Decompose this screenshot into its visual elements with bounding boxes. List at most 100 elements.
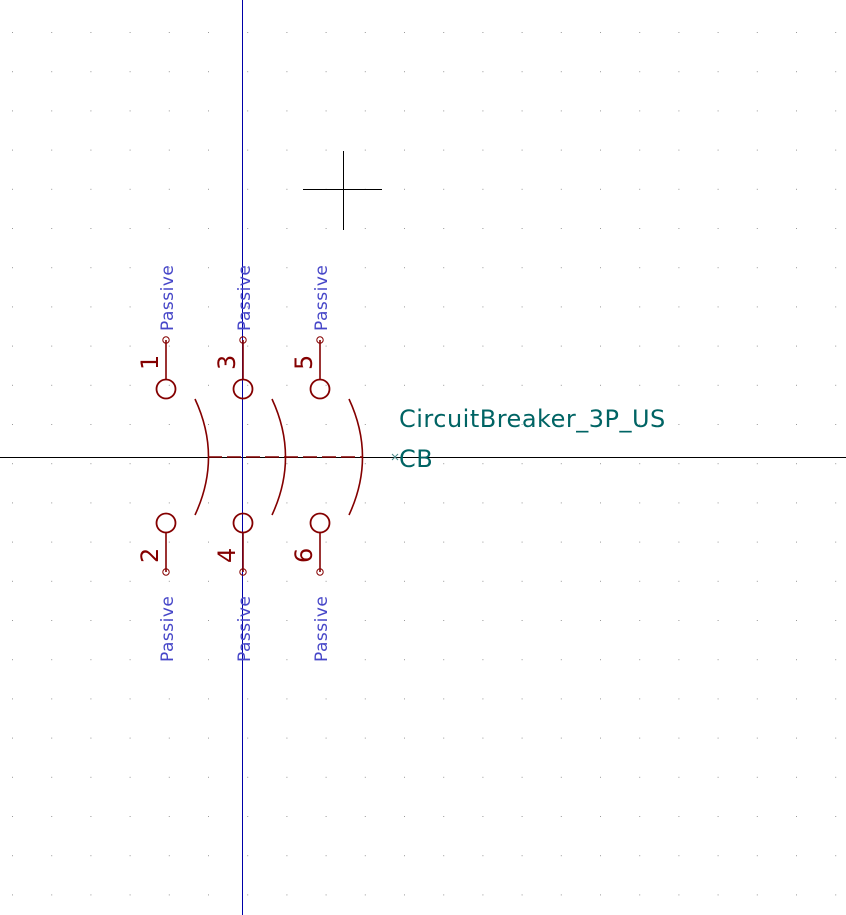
grid-dot	[286, 541, 288, 543]
circuit-breaker-symbol[interactable]	[194, 398, 364, 516]
grid-dot	[756, 463, 758, 465]
grid-dot	[364, 424, 366, 425]
grid-dot	[129, 228, 131, 229]
pin-4-number: 4	[213, 548, 241, 563]
grid-dot	[835, 384, 837, 386]
grid-dot	[756, 659, 758, 661]
pin-4[interactable]: 4 Passive	[213, 512, 255, 663]
grid-dot	[835, 894, 837, 896]
grid-dot	[835, 424, 837, 425]
pin-1-connection-point	[162, 336, 170, 344]
grid-dot	[12, 424, 13, 425]
grid-dot	[286, 502, 288, 504]
grid-dot	[482, 502, 484, 504]
grid-dot	[404, 463, 405, 465]
grid-dot	[364, 737, 366, 739]
grid-dot	[600, 620, 601, 621]
grid-dot	[286, 894, 288, 896]
grid-dot	[364, 620, 366, 621]
grid-dot	[51, 345, 53, 347]
grid-dot	[90, 541, 92, 543]
grid-dot	[90, 228, 92, 229]
grid-dot	[521, 32, 523, 33]
grid-dot	[12, 110, 13, 112]
grid-dot	[482, 816, 484, 817]
grid-dot	[560, 502, 562, 504]
symbol-reference-field[interactable]: CB	[399, 445, 433, 473]
grid-dot	[90, 816, 92, 817]
grid-dot	[404, 580, 405, 582]
pin-3[interactable]: 3 Passive	[213, 265, 255, 400]
grid-dot	[639, 541, 641, 543]
pin-2[interactable]: 2 Passive	[136, 512, 178, 663]
grid-dot	[560, 306, 562, 308]
grid-dot	[443, 71, 445, 73]
grid-dot	[208, 502, 209, 504]
symbol-value-field[interactable]: CircuitBreaker_3P_US	[399, 405, 666, 433]
grid-dot	[286, 345, 288, 347]
grid-dot	[678, 188, 680, 190]
grid-dot	[678, 32, 680, 33]
grid-dot	[443, 502, 445, 504]
grid-dot	[639, 188, 641, 190]
grid-dot	[51, 698, 53, 700]
grid-dot	[168, 110, 170, 112]
grid-dot	[364, 110, 366, 112]
grid-dot	[12, 228, 13, 229]
grid-dot	[51, 659, 53, 661]
grid-dot	[796, 776, 797, 778]
grid-dot	[600, 737, 601, 739]
grid-dot	[560, 345, 562, 347]
grid-dot	[482, 110, 484, 112]
grid-dot	[51, 502, 53, 504]
grid-dot	[325, 228, 327, 229]
grid-dot	[129, 855, 131, 857]
pin-5[interactable]: 5 Passive	[290, 265, 332, 400]
grid-dot	[521, 816, 523, 817]
grid-dot	[756, 855, 758, 857]
grid-dot	[560, 698, 562, 700]
grid-dot	[208, 32, 209, 33]
grid-dot	[756, 541, 758, 543]
grid-dot	[717, 424, 719, 425]
grid-dot	[247, 306, 249, 308]
grid-dot	[443, 188, 445, 190]
grid-dot	[756, 424, 758, 425]
grid-dot	[443, 620, 445, 621]
grid-dot	[129, 698, 131, 700]
grid-dot	[364, 463, 366, 465]
grid-dot	[208, 188, 209, 190]
grid-dot	[639, 659, 641, 661]
grid-dot	[678, 267, 680, 269]
grid-dot	[600, 894, 601, 896]
grid-dot	[639, 306, 641, 308]
grid-dot	[521, 188, 523, 190]
grid-dot	[364, 228, 366, 229]
grid-dot	[247, 620, 249, 621]
pin-4-terminal	[232, 512, 254, 534]
pin-1[interactable]: 1 Passive	[136, 265, 178, 400]
pin-6[interactable]: 6 Passive	[290, 512, 332, 663]
grid-dot	[325, 71, 327, 73]
grid-dot	[521, 267, 523, 269]
grid-dot	[404, 384, 405, 386]
grid-dot	[717, 502, 719, 504]
grid-dot	[168, 855, 170, 857]
grid-dot	[482, 737, 484, 739]
grid-dot	[600, 384, 601, 386]
grid-dot	[325, 384, 327, 386]
grid-dot	[247, 541, 249, 543]
grid-dot	[51, 463, 53, 465]
grid-dot	[208, 580, 209, 582]
grid-dot	[364, 384, 366, 386]
grid-dot	[678, 776, 680, 778]
grid-dot	[247, 345, 249, 347]
grid-dot	[443, 424, 445, 425]
grid-dot	[247, 424, 249, 425]
grid-dot	[482, 894, 484, 896]
grid-dot	[247, 149, 249, 151]
grid-dot	[90, 424, 92, 425]
grid-dot	[717, 816, 719, 817]
grid-dot	[482, 855, 484, 857]
